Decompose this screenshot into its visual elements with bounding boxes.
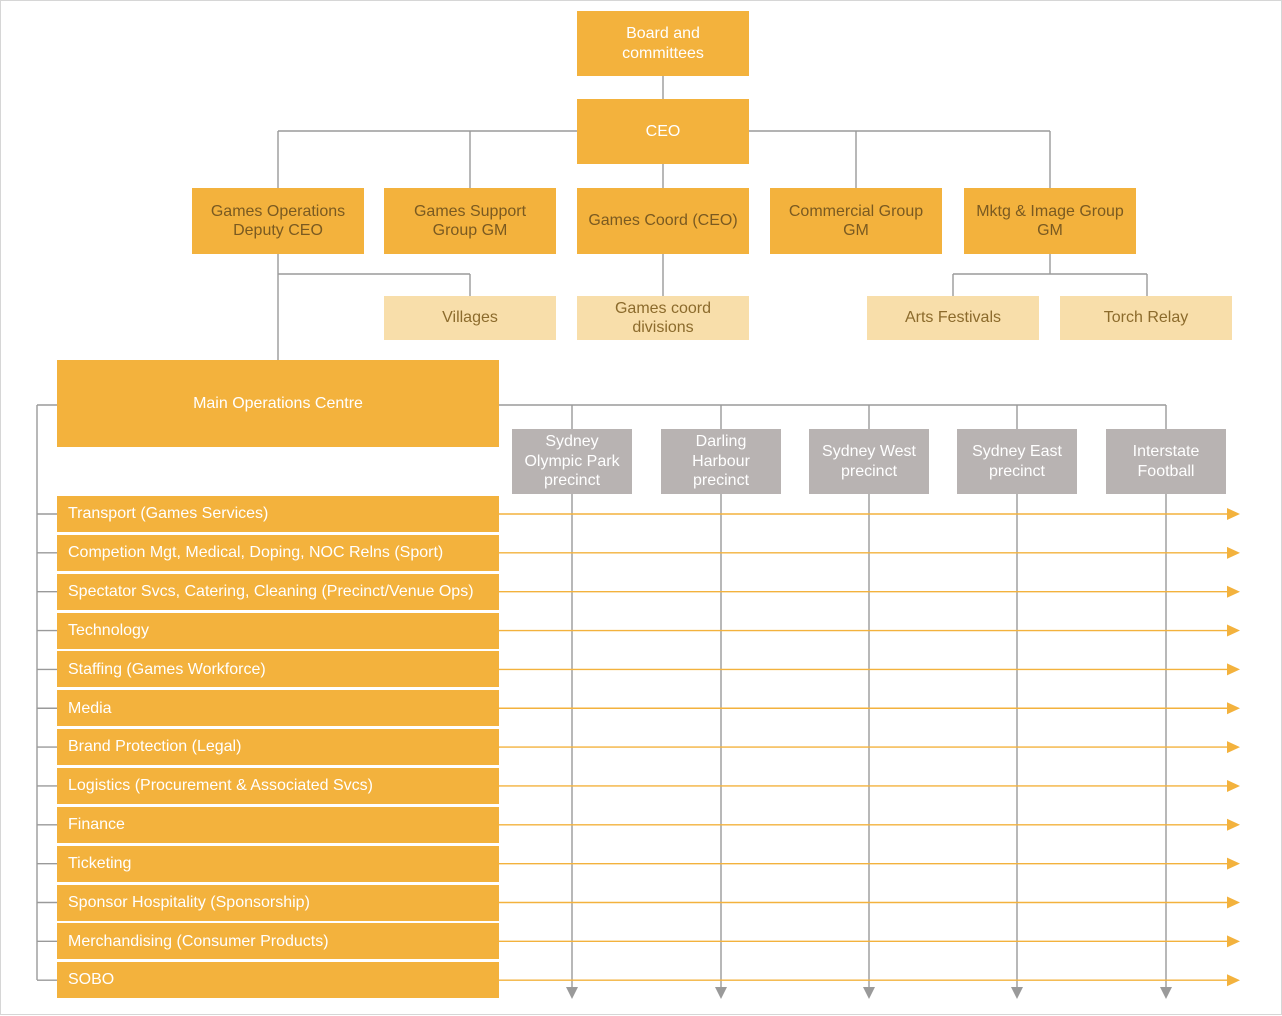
ceo-node: CEO	[577, 99, 749, 164]
functional-area-arrowhead	[1227, 818, 1240, 831]
villages-node: Villages	[384, 296, 556, 340]
functional-area-row: Media	[57, 690, 499, 727]
functional-area-arrowhead	[1227, 663, 1240, 676]
functional-area-arrowhead	[1227, 857, 1240, 870]
functional-area-arrowhead	[1227, 741, 1240, 754]
board-node: Board and committees	[577, 11, 749, 76]
games-coord-node: Games Coord (CEO)	[577, 188, 749, 254]
precinct-down-arrow	[1011, 987, 1023, 999]
functional-area-row: Sponsor Hospitality (Sponsorship)	[57, 884, 499, 921]
functional-area-row: Spectator Svcs, Catering, Cleaning (Prec…	[57, 573, 499, 610]
functional-area-row: Ticketing	[57, 845, 499, 882]
functional-area-row: Finance	[57, 806, 499, 843]
arts-festivals-node: Arts Festivals	[867, 296, 1039, 340]
games-operations-node: Games Operations Deputy CEO	[192, 188, 364, 254]
precinct-node: Interstate Football	[1106, 429, 1226, 494]
commercial-group-node: Commercial Group GM	[770, 188, 942, 254]
precinct-down-arrow	[1160, 987, 1172, 999]
functional-area-arrowhead	[1227, 896, 1240, 909]
torch-relay-node: Torch Relay	[1060, 296, 1232, 340]
functional-area-arrowhead	[1227, 779, 1240, 792]
functional-area-row: Transport (Games Services)	[57, 496, 499, 532]
functional-area-arrowhead	[1227, 508, 1240, 520]
functional-area-row: Logistics (Procurement & Associated Svcs…	[57, 767, 499, 804]
functional-area-row: Staffing (Games Workforce)	[57, 651, 499, 688]
mktg-image-group-node: Mktg & Image Group GM	[964, 188, 1136, 254]
functional-area-arrowhead	[1227, 585, 1240, 598]
games-coord-divisions-node: Games coord divisions	[577, 296, 749, 340]
functional-area-arrowhead	[1227, 546, 1240, 559]
main-operations-centre-node: Main Operations Centre	[57, 360, 499, 447]
functional-area-arrowhead	[1227, 974, 1240, 987]
functional-area-row: Brand Protection (Legal)	[57, 729, 499, 766]
precinct-node: Sydney East precinct	[957, 429, 1077, 494]
precinct-node: Darling Harbour precinct	[661, 429, 781, 494]
precinct-down-arrow	[566, 987, 578, 999]
precinct-node: Sydney West precinct	[809, 429, 929, 494]
precinct-down-arrow	[715, 987, 727, 999]
precinct-node: Sydney Olympic Park precinct	[512, 429, 632, 494]
functional-area-row: Merchandising (Consumer Products)	[57, 923, 499, 960]
functional-area-row: Competion Mgt, Medical, Doping, NOC Reln…	[57, 534, 499, 571]
functional-area-arrowhead	[1227, 935, 1240, 948]
games-support-node: Games Support Group GM	[384, 188, 556, 254]
functional-area-row: Technology	[57, 612, 499, 649]
precinct-down-arrow	[863, 987, 875, 999]
functional-area-row: SOBO	[57, 962, 499, 999]
functional-area-arrowhead	[1227, 624, 1240, 637]
functional-area-arrowhead	[1227, 702, 1240, 715]
